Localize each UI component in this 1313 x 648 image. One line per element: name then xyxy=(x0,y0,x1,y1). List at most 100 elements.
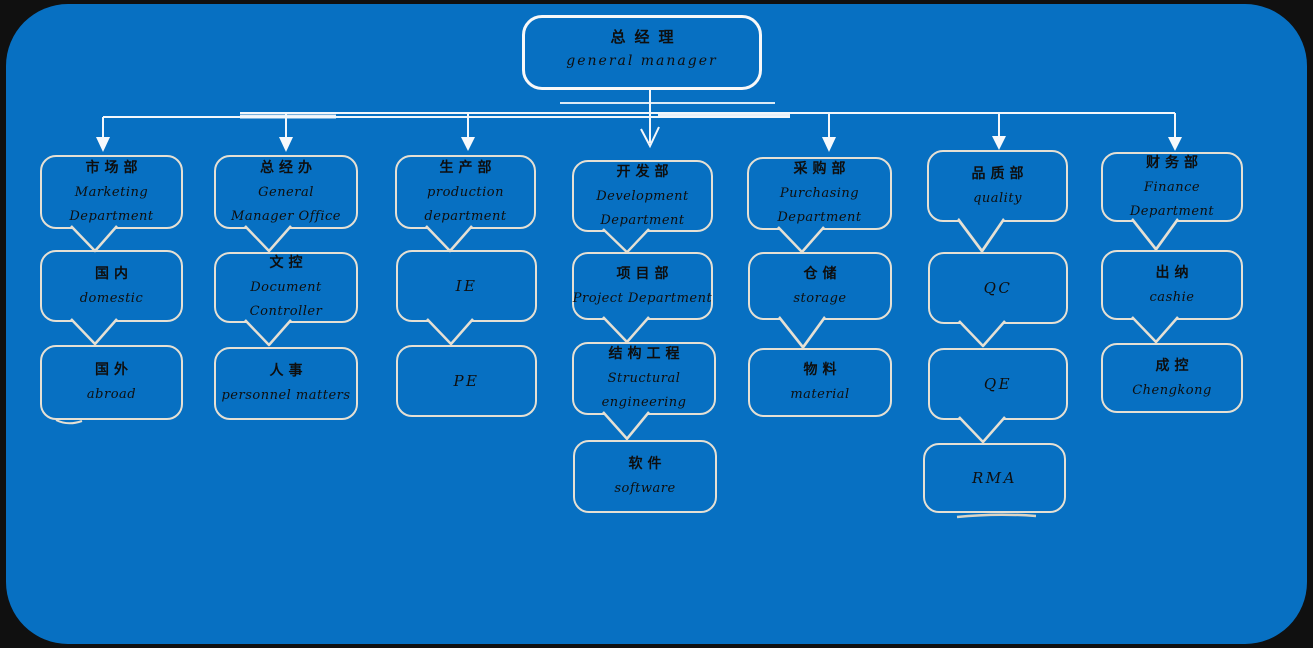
org-box-personnel-matters: 人事 personnel matters xyxy=(214,347,358,420)
arrowheads xyxy=(96,136,1182,152)
box-line-en: storage xyxy=(793,290,847,306)
org-box-marketing-department: 市场部 Marketing Department xyxy=(40,155,183,229)
box-line-zh: 结构工程 xyxy=(608,346,685,362)
box-line-zh: 国内 xyxy=(95,265,133,282)
arrow-down-icon xyxy=(461,137,475,151)
box-line-zh: 文控 xyxy=(269,255,308,271)
box-line-en: software xyxy=(614,481,676,496)
arrow-down-icon xyxy=(822,137,836,152)
callout-tail xyxy=(602,316,650,344)
org-box-software: 软件 software xyxy=(573,440,717,513)
box-line-en: Department xyxy=(777,210,862,225)
box-line-zh: 国外 xyxy=(95,362,133,378)
org-box-cashier: 出纳 cashie xyxy=(1101,250,1243,320)
box-line-en: Controller xyxy=(249,304,323,319)
box-line-en: Department xyxy=(600,212,685,228)
box-line-en: IE xyxy=(455,276,478,295)
box-line-en: domestic xyxy=(79,290,144,306)
open-arrowhead-icon xyxy=(640,126,660,149)
box-line-zh: 软件 xyxy=(628,456,667,472)
callout-tail xyxy=(70,318,118,346)
box-line-en: Structural xyxy=(607,371,681,386)
box-line-en: personnel matters xyxy=(221,388,351,403)
box-line-en: QC xyxy=(983,278,1013,297)
box-line-zh: 开发部 xyxy=(616,163,674,180)
box-line-en: Finance xyxy=(1143,179,1201,195)
callout-tail xyxy=(70,225,118,253)
box-line-zh: 物料 xyxy=(803,362,842,378)
callout-tail xyxy=(778,315,826,349)
callout-tail xyxy=(958,416,1006,444)
box-line-en: material xyxy=(790,387,850,402)
org-box-pe: PE xyxy=(396,345,537,417)
org-box-qc: QC xyxy=(928,252,1068,324)
org-box-general-manager-office: 总经办 General Manager Office xyxy=(214,155,358,229)
callout-tail xyxy=(426,318,474,346)
callout-tail xyxy=(244,225,292,253)
box-line-zh: 品质部 xyxy=(971,165,1029,182)
org-box-storage: 仓储 storage xyxy=(748,252,892,320)
org-box-finance-department: 财务部 Finance Department xyxy=(1101,152,1243,222)
box-line-en: production xyxy=(427,184,504,200)
org-box-domestic: 国内 domestic xyxy=(40,250,183,322)
org-box-development-department: 开发部 Development Department xyxy=(572,160,713,232)
box-line-en: department xyxy=(424,208,507,224)
box-line-en: RMA xyxy=(972,468,1017,487)
org-box-structural-engineering: 结构工程 Structural engineering xyxy=(572,342,716,415)
box-line-en: General xyxy=(258,184,314,200)
box-line-en: Project Department xyxy=(572,290,713,306)
box-line-en: Marketing xyxy=(74,184,149,200)
box-line-zh: 生产部 xyxy=(439,159,497,176)
org-box-qe: QE xyxy=(928,348,1068,420)
rma-underline xyxy=(956,513,1037,519)
callout-tail xyxy=(777,226,825,254)
arrow-down-icon xyxy=(279,137,293,152)
box-line-en: Manager Office xyxy=(231,208,341,224)
box-line-en: Purchasing xyxy=(779,186,860,201)
org-box-production-department: 生产部 production department xyxy=(395,155,536,229)
box-line-zh: 仓储 xyxy=(803,265,842,282)
box-line-en: Chengkong xyxy=(1132,382,1212,398)
box-line-zh: 总经办 xyxy=(260,159,317,176)
box-line-en: cashie xyxy=(1149,289,1195,305)
box-line-zh: 人事 xyxy=(269,363,308,379)
org-box-chengkong: 成控 Chengkong xyxy=(1101,343,1243,413)
callout-tail xyxy=(957,217,1005,253)
org-box-general-manager: 总经理 general manager xyxy=(522,15,762,90)
box-line-en: Department xyxy=(1129,203,1215,219)
box-line-en: Document xyxy=(250,280,322,295)
callout-tail xyxy=(1131,217,1179,251)
org-box-quality-department: 品质部 quality xyxy=(927,150,1068,222)
callout-tail xyxy=(602,411,650,441)
callout-tail xyxy=(425,225,473,253)
org-box-document-controller: 文控 Document Controller xyxy=(214,252,358,323)
arrow-down-icon xyxy=(992,136,1006,150)
box-line-en: abroad xyxy=(86,387,137,402)
box-line-en: QE xyxy=(983,374,1013,393)
box-line-zh: 总经理 xyxy=(610,28,683,46)
callout-tail xyxy=(244,319,292,347)
callout-tail xyxy=(602,228,650,254)
box-line-en: engineering xyxy=(601,395,687,410)
org-box-project-department: 项目部 Project Department xyxy=(572,252,713,320)
box-line-en: quality xyxy=(973,190,1022,206)
abroad-squiggle xyxy=(55,419,83,425)
callout-tail xyxy=(958,320,1006,348)
org-box-rma: RMA xyxy=(923,443,1066,513)
box-line-en: general manager xyxy=(566,53,718,69)
box-line-zh: 出纳 xyxy=(1155,264,1194,281)
box-line-zh: 采购部 xyxy=(793,161,851,177)
org-box-abroad: 国外 abroad xyxy=(40,345,183,420)
org-box-ie: IE xyxy=(396,250,537,322)
callout-tail xyxy=(1131,316,1179,344)
box-line-zh: 市场部 xyxy=(85,159,143,176)
box-line-en: PE xyxy=(453,371,480,390)
box-line-en: Development xyxy=(596,188,689,204)
box-line-en: Department xyxy=(69,208,154,224)
box-line-zh: 成控 xyxy=(1155,357,1194,374)
arrow-down-icon xyxy=(1168,137,1182,151)
blue-board xyxy=(6,4,1307,644)
box-line-zh: 财务部 xyxy=(1146,154,1203,171)
arrow-down-icon xyxy=(96,137,110,152)
